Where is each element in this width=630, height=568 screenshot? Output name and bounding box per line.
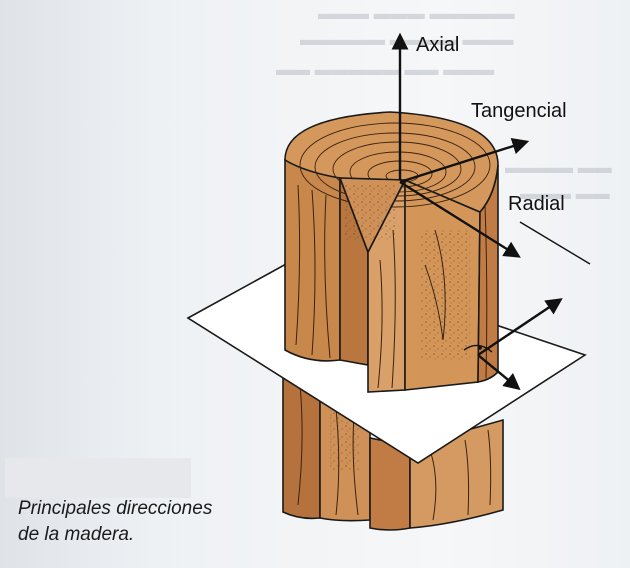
figure-caption: Principales direcciones de la madera.: [18, 496, 212, 548]
axial-label: Axial: [416, 34, 460, 56]
bleed-through-text: ▬▬▬ ▬▬: [520, 184, 610, 203]
radial-reference-line: [519, 221, 591, 265]
bleed-through-text: ▬▬▬ ▬▬▬ ▬▬▬▬▬: [318, 4, 515, 23]
plane-tangential-arrow: [477, 298, 563, 356]
bleed-through-text: ▬▬ ▬▬▬▬▬ ▬▬ ▬▬▬: [276, 60, 495, 79]
bleed-through-text: ▬▬▬▬ ▬▬: [505, 158, 612, 177]
radial-label: Radial: [508, 193, 565, 215]
caption-background: [5, 458, 191, 498]
caption-line-1: Principales direcciones: [18, 498, 213, 519]
radial-arrow: [399, 180, 521, 258]
caption-line-2: de la madera.: [18, 524, 135, 545]
plane-radial-arrow: [477, 354, 521, 391]
right-angle-dot: [478, 346, 482, 350]
right-angle-marker: [463, 344, 493, 353]
direction-arrows: [391, 32, 563, 391]
upper-log: [284, 111, 499, 393]
tangential-arrow: [399, 138, 530, 184]
tangencial-label: Tangencial: [471, 100, 567, 122]
